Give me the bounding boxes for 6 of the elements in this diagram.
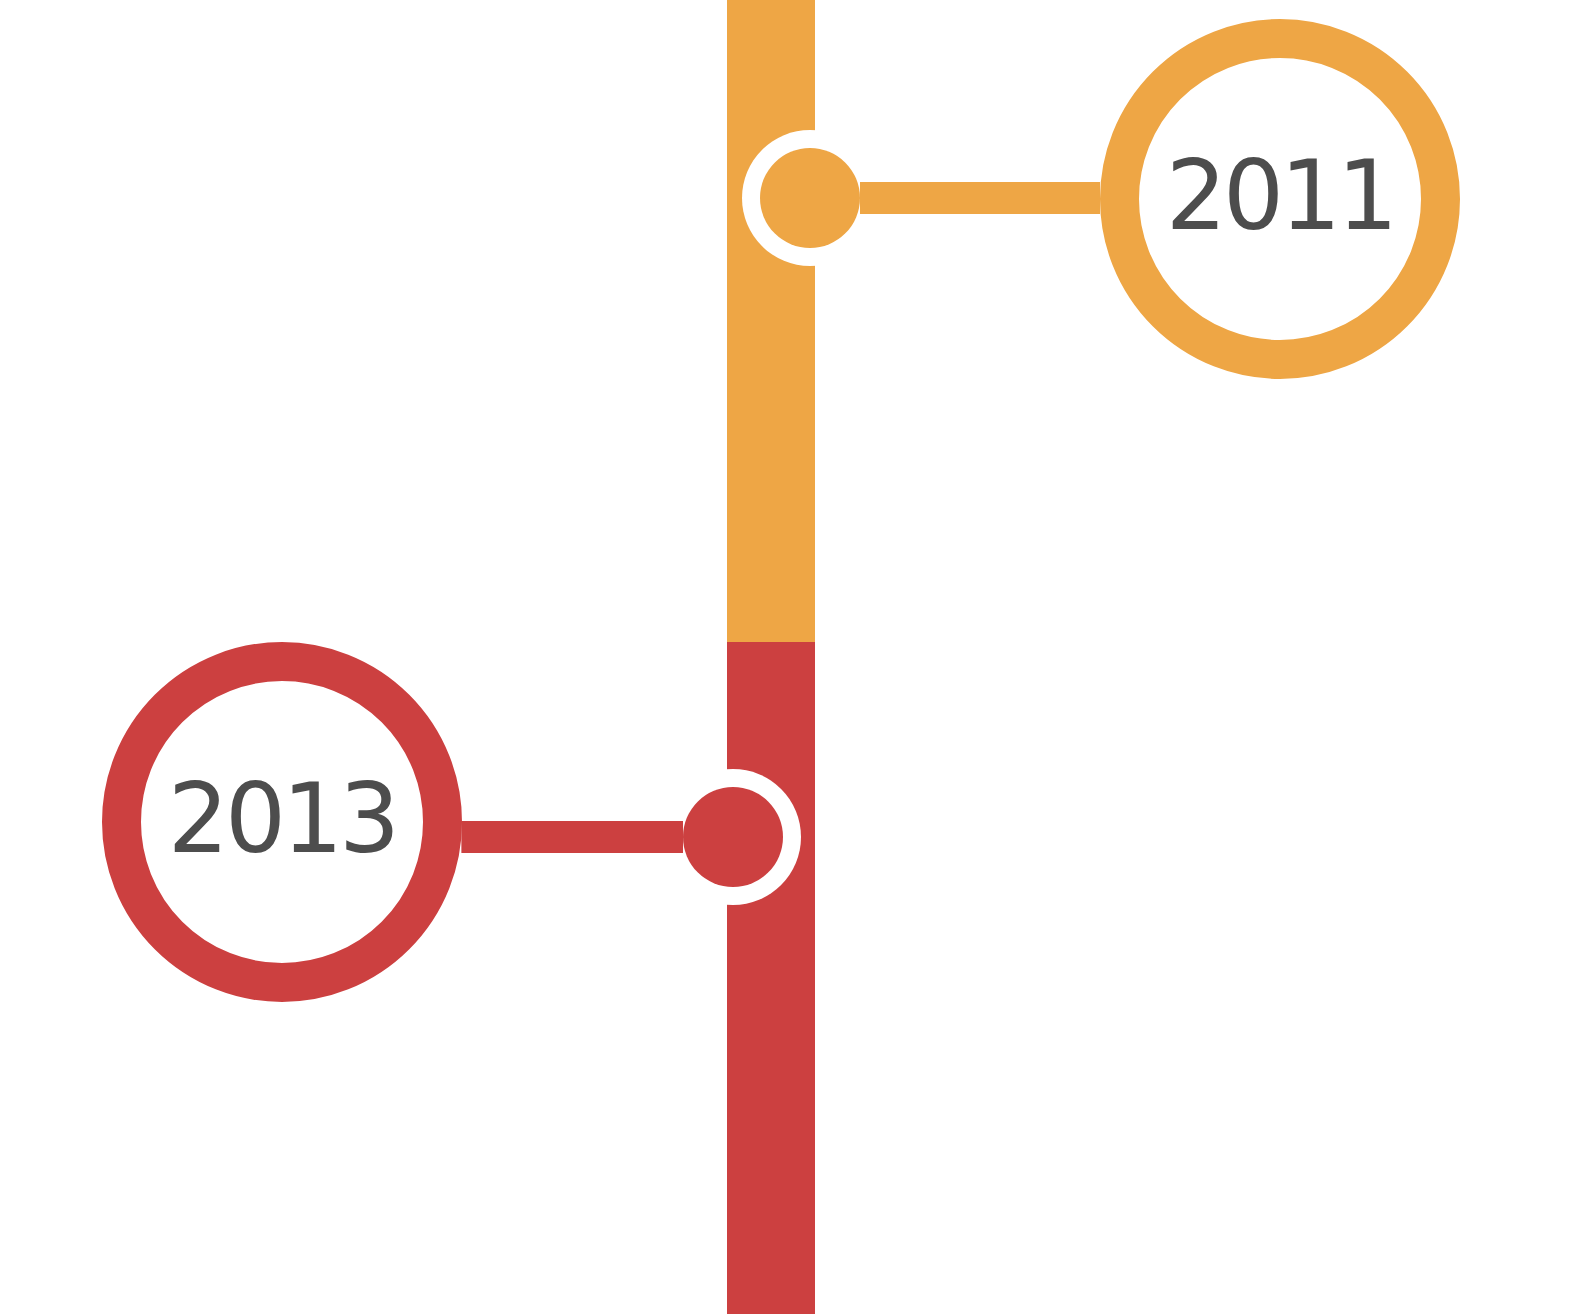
connector-line <box>461 821 683 853</box>
timeline-bar <box>727 642 815 1314</box>
year-label: 2011 <box>1165 148 1395 244</box>
timeline-bar <box>727 0 815 642</box>
year-label: 2013 <box>167 771 397 867</box>
connector-line <box>860 182 1100 214</box>
